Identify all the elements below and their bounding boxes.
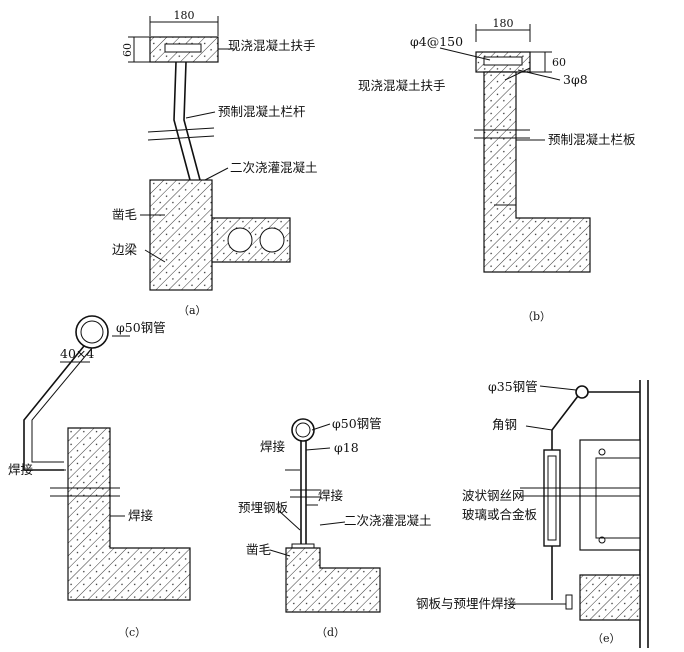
e-label-angle: 角钢 [492,417,517,432]
a-handrail [149,36,219,63]
c-caption: （c） [118,626,146,639]
panel-e: φ35钢管 角钢 波状钢丝网 玻璃或合金板 钢板与预埋件焊接 （e） [416,379,649,648]
d-caption: （d） [316,626,345,639]
a-label-precast-post: 预制混凝土栏杆 [218,104,306,119]
d-label-chisel: 凿毛 [246,542,272,557]
b-caption: （b） [522,310,551,323]
a-caption: （a） [178,304,207,317]
b-label-precast-panel: 预制混凝土栏板 [548,132,636,147]
c-concrete [67,427,191,601]
d-label-bar: φ18 [334,440,359,455]
e-label-pipe: φ35钢管 [488,379,538,394]
e-caption: （e） [592,632,621,645]
e-label-plate-weld: 钢板与预埋件焊接 [416,596,517,611]
a-label-secondary-grout: 二次浇灌混凝土 [230,160,318,175]
a-dim-width: 180 [174,9,195,22]
e-label-glass-alloy: 玻璃或合金板 [462,507,538,522]
d-label-secondary-grout: 二次浇灌混凝土 [344,513,432,528]
b-label-rebar-spacing: φ4@150 [410,34,463,49]
e-concrete [579,574,641,621]
c-label-weld-right: 焊接 [128,508,154,523]
b-label-rebar: 3φ8 [563,72,588,87]
d-label-embed-plate: 预埋钢板 [238,500,289,515]
a-dim-height: 60 [121,43,134,57]
b-dim-height: 60 [552,56,566,69]
c-label-flat-bar: 40×4 [60,346,94,361]
d-concrete [285,547,381,613]
c-label-pipe: φ50钢管 [116,320,166,335]
b-label-cast-handrail: 现浇混凝土扶手 [358,78,446,93]
panel-c: φ50钢管 40×4 焊接 焊接 （c） [8,315,191,639]
panel-a: 180 60 现浇混凝土扶手 预制混凝土栏杆 二次浇灌混凝土 凿毛 边梁 （a） [112,9,318,317]
panel-d: φ50钢管 焊接 φ18 预埋钢板 焊接 二次浇灌混凝土 凿毛 （d） [238,416,432,639]
d-label-weld-top: 焊接 [260,439,286,454]
b-precast-panel [483,71,591,273]
a-label-edge-beam: 边梁 [112,242,138,257]
a-label-chisel: 凿毛 [112,207,138,222]
e-label-wire-mesh: 波状钢丝网 [462,488,525,503]
e-glass-panel [543,449,561,547]
panel-b: 180 60 φ4@150 现浇混凝土扶手 3φ8 预制混凝土栏板 （b） [358,17,636,323]
d-label-weld-mid: 焊接 [318,488,344,503]
d-label-pipe: φ50钢管 [332,416,382,431]
b-dim-width: 180 [493,17,514,30]
a-edge-beam [149,179,213,291]
a-label-cast-handrail: 现浇混凝土扶手 [228,38,316,53]
c-label-weld-left: 焊接 [8,462,34,477]
